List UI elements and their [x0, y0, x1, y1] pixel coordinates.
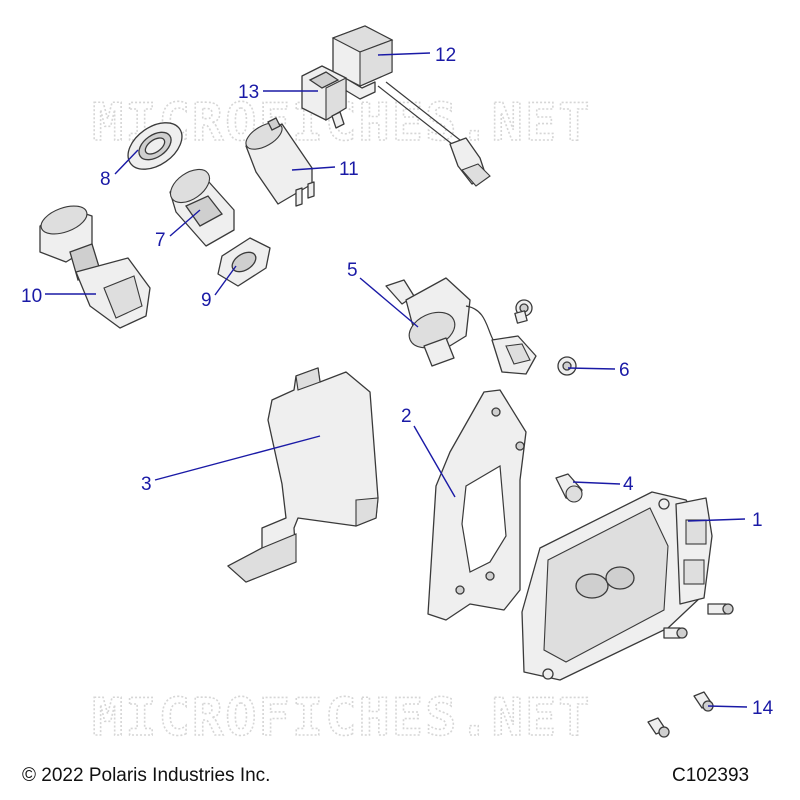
part-6-screw [557, 356, 577, 376]
callout-12: 12 [435, 45, 456, 66]
watermark-bottom: MICROFICHES.NET [92, 688, 592, 748]
part-1-ecu [521, 491, 713, 681]
callout-10: 10 [21, 286, 42, 307]
callout-1: 1 [752, 510, 763, 531]
callout-6: 6 [619, 360, 630, 381]
callout-9: 9 [201, 290, 212, 311]
screw-near-5 [514, 299, 533, 324]
part-4-clip [555, 473, 583, 503]
copyright-text: © 2022 Polaris Industries Inc. [22, 765, 271, 786]
callout-3: 3 [141, 474, 152, 495]
part-2-mounting-bracket [427, 389, 527, 621]
callout-13: 13 [238, 82, 259, 103]
part-3-shield-bracket [227, 367, 379, 583]
callout-11: 11 [339, 159, 359, 180]
part-10-ignition-switch [39, 205, 151, 329]
part-8-retaining-nut [127, 122, 183, 170]
callout-8: 8 [100, 169, 111, 190]
screw-lower [647, 717, 670, 738]
part-5-solenoid [385, 277, 537, 375]
diagram-id: C102393 [672, 765, 750, 786]
leader-lines [45, 52, 748, 708]
callout-5: 5 [347, 260, 358, 281]
callout-14: 14 [752, 698, 774, 719]
ecu-screw-a [707, 603, 734, 615]
part-12-relay-pigtail [331, 25, 491, 187]
part-7-power-socket [169, 168, 235, 247]
ecu-screw-b [663, 627, 688, 639]
part-13-small-relay [301, 65, 347, 129]
part-14-screw [693, 691, 714, 712]
part-11-flasher [245, 117, 315, 207]
callout-2: 2 [401, 406, 412, 427]
part-9-hex-nut [217, 237, 271, 287]
callout-4: 4 [623, 474, 634, 495]
callout-7: 7 [155, 230, 166, 251]
